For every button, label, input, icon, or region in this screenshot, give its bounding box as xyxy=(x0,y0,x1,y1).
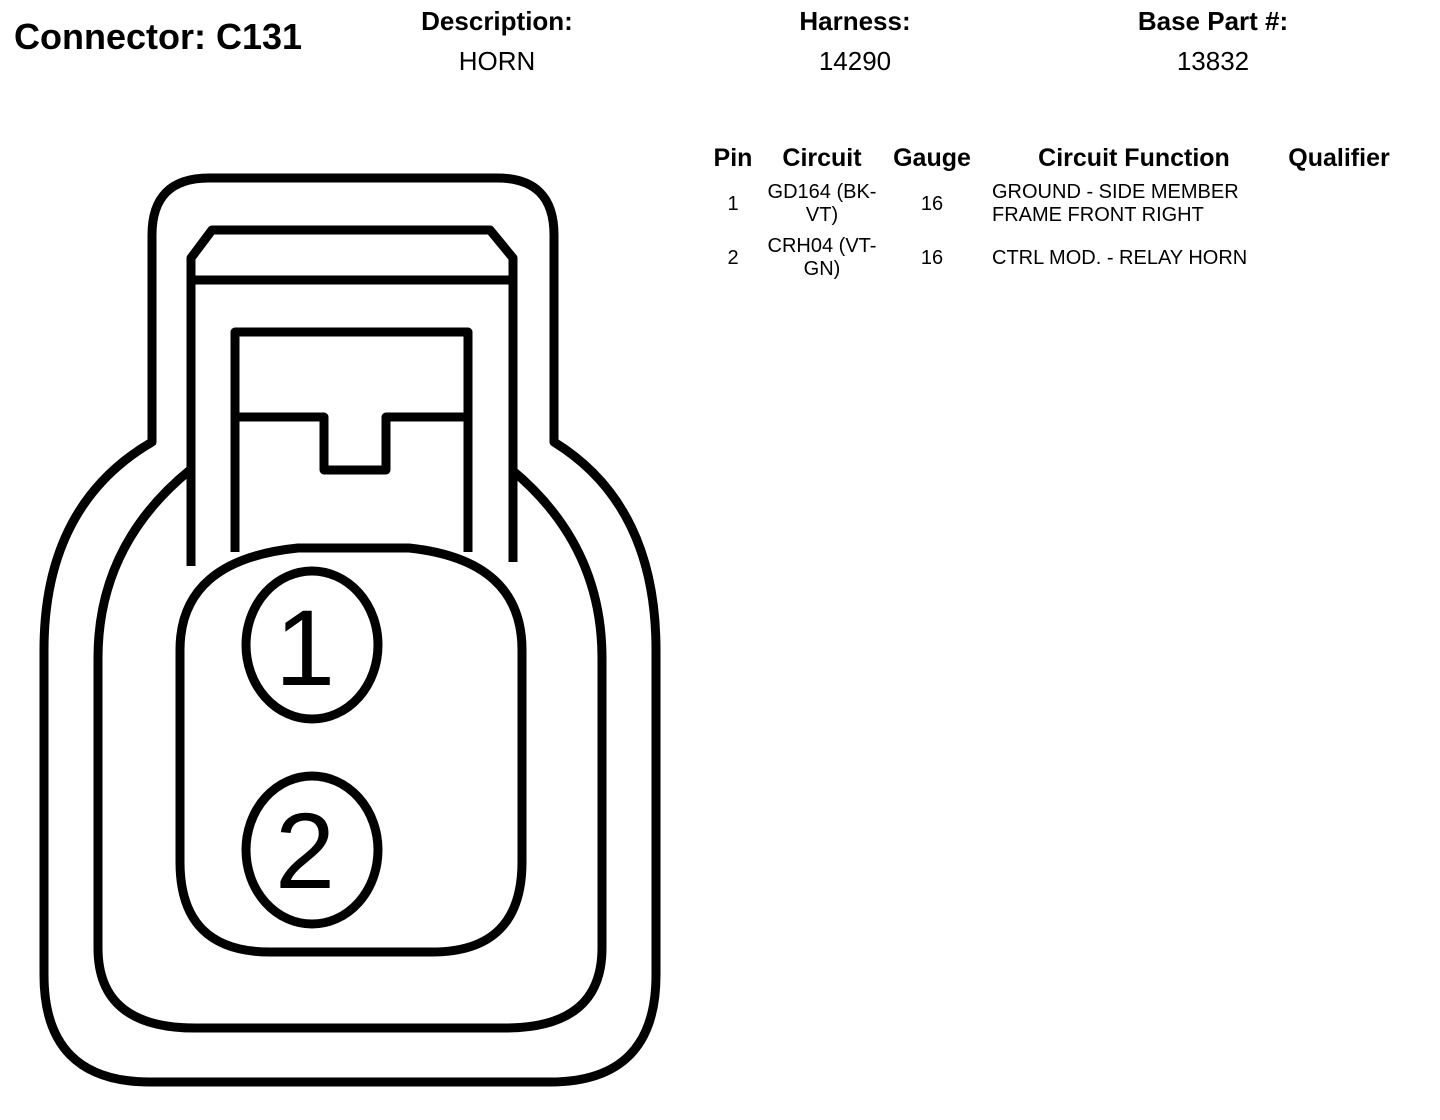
harness-label: Harness: xyxy=(799,6,911,36)
gauge-cell: 16 xyxy=(920,246,944,269)
pin-number: 1 xyxy=(727,192,739,215)
function-line: FRAME FRONT RIGHT xyxy=(992,204,1204,226)
connector-key-window xyxy=(230,327,473,552)
circuit-cell: CRH04 (VT- GN) xyxy=(766,232,878,284)
base-part-header: Base Part #: 13832 xyxy=(1063,6,1363,76)
circuit-line: GD164 (BK- xyxy=(767,181,877,203)
pin-number: 2 xyxy=(727,246,739,269)
pin-1-label: 1 xyxy=(275,587,335,708)
circuit-cell: GD164 (BK- VT) xyxy=(766,176,878,232)
pin-table: Pin Circuit Gauge Circuit Function Quali… xyxy=(700,140,1402,284)
column-header-gauge: Gauge xyxy=(893,143,971,172)
function-line: CTRL MOD. - RELAY HORN xyxy=(992,246,1248,269)
circuit-line: CRH04 (VT- xyxy=(767,235,877,257)
pin-2-label: 2 xyxy=(275,790,335,911)
table-row: 2 CRH04 (VT- GN) 16 CTRL MOD. - RELAY HO… xyxy=(700,232,1402,284)
qualifier-cell xyxy=(1276,176,1402,232)
column-header-circuit: Circuit xyxy=(782,143,862,172)
harness-header: Harness: 14290 xyxy=(705,6,1005,76)
base-part-value: 13832 xyxy=(1176,46,1250,76)
gauge-cell: 16 xyxy=(920,192,944,215)
function-line: GROUND - SIDE MEMBER xyxy=(992,181,1239,203)
description-label: Description: xyxy=(421,6,573,36)
column-header-circuit-function: Circuit Function xyxy=(1038,143,1230,172)
connector-key-notch xyxy=(235,412,468,475)
column-header-pin: Pin xyxy=(713,143,753,172)
circuit-function-cell: GROUND - SIDE MEMBER FRAME FRONT RIGHT xyxy=(986,176,1276,232)
harness-value: 14290 xyxy=(818,46,892,76)
circuit-line: VT) xyxy=(805,204,839,226)
description-value: HORN xyxy=(458,46,536,76)
table-header-row: Pin Circuit Gauge Circuit Function Quali… xyxy=(700,140,1402,176)
connector-housing-outer xyxy=(39,173,661,1087)
description-header: Description: HORN xyxy=(347,6,647,76)
column-header-qualifier: Qualifier xyxy=(1288,143,1390,172)
pin-1-circle xyxy=(241,566,383,724)
connector-face-diagram: 1 2 xyxy=(39,173,661,1087)
table-row: 1 GD164 (BK- VT) 16 GROUND - SIDE MEMBER… xyxy=(700,176,1402,232)
circuit-function-cell: CTRL MOD. - RELAY HORN xyxy=(986,232,1276,284)
connector-latch xyxy=(186,225,518,566)
connector-title: Connector: C131 xyxy=(14,16,303,57)
circuit-line: GN) xyxy=(803,258,841,280)
connector-housing-inner xyxy=(93,466,607,1033)
terminal-cavity xyxy=(175,543,527,957)
qualifier-cell xyxy=(1276,232,1402,284)
base-part-label: Base Part #: xyxy=(1137,6,1289,36)
pin-2-circle xyxy=(241,771,383,929)
